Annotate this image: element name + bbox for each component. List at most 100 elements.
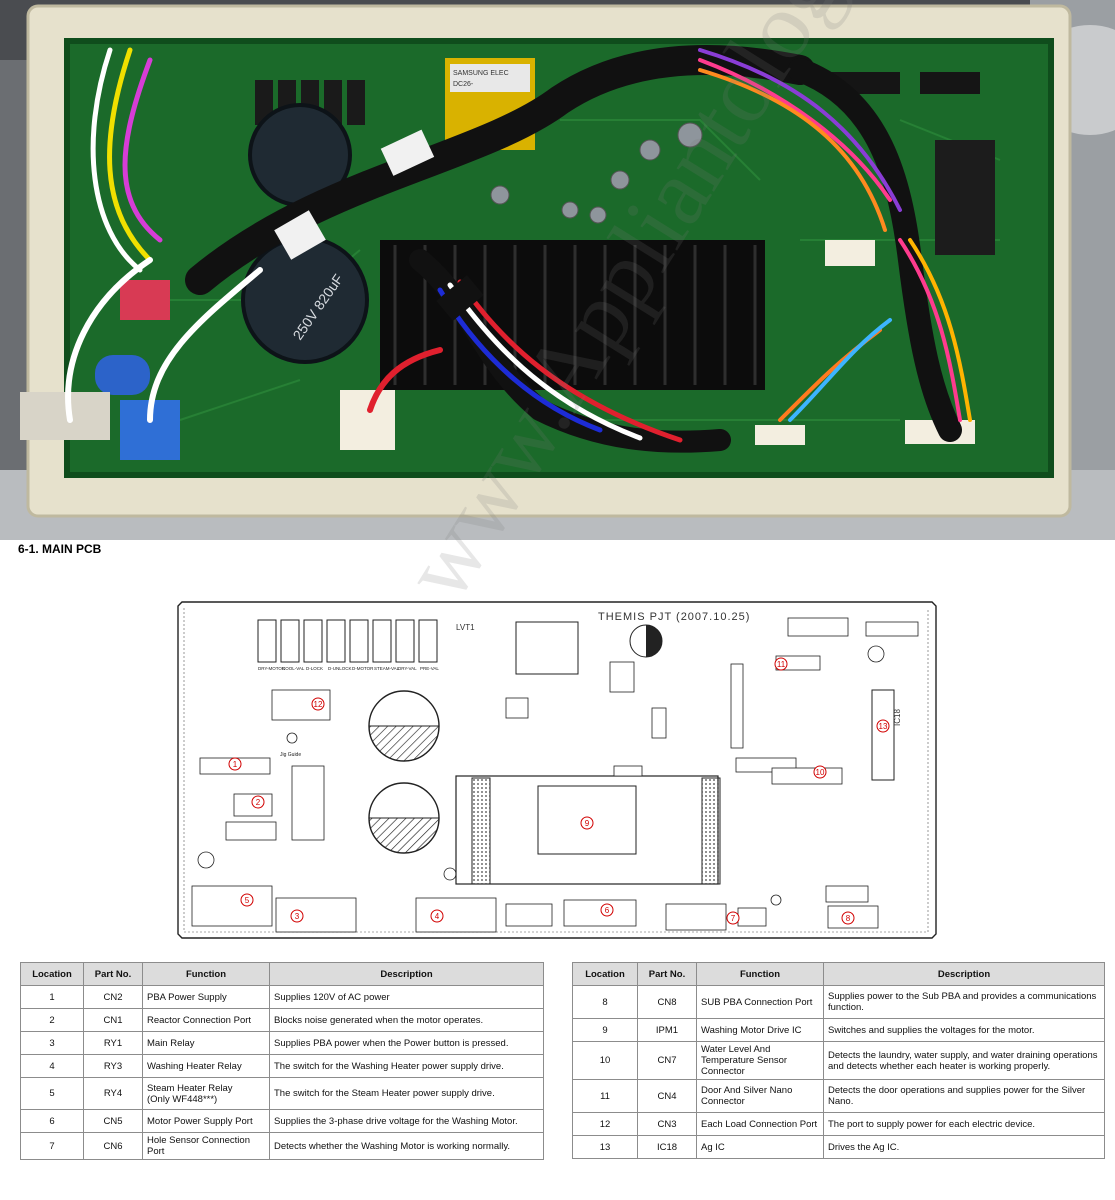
cell-location: 11 [572,1079,638,1113]
location-mark-3: 3 [295,912,300,921]
table-row: 12 CN3 Each Load Connection Port The por… [572,1112,1105,1136]
cell-part-no: CN4 [637,1079,697,1113]
cell-function: Reactor Connection Port [142,1008,270,1032]
cell-description: Supplies 120V of AC power [269,985,544,1009]
table-row: 13 IC18 Ag IC Drives the Ag IC. [572,1135,1105,1159]
relay-label-2: COOL-VAL [282,666,305,671]
cell-location: 2 [20,1008,84,1032]
cell-location: 6 [20,1109,84,1133]
main-pcb-photo: 250V 820uF SAMSUNG ELEC DC26- [0,0,1115,540]
column-header-function: Function [142,962,270,986]
location-mark-8: 8 [846,914,851,923]
table-row: 5 RY4 Steam Heater Relay (Only WF448***)… [20,1077,544,1110]
cell-location: 4 [20,1054,84,1078]
cell-description: The port to supply power for each electr… [823,1112,1105,1136]
column-header-description: Description [269,962,544,986]
cell-function: Each Load Connection Port [696,1112,824,1136]
cell-function: Hole Sensor Connection Port [142,1132,270,1160]
table-row: 7 CN6 Hole Sensor Connection Port Detect… [20,1132,544,1160]
location-mark-10: 10 [816,768,825,777]
column-header-part-no: Part No. [637,962,697,986]
table-header-row: Location Part No. Function Description [572,962,1105,986]
cell-location: 9 [572,1018,638,1042]
location-mark-1: 1 [233,760,238,769]
cell-part-no: CN2 [83,985,143,1009]
cell-description: The switch for the Washing Heater power … [269,1054,544,1078]
cell-function: PBA Power Supply [142,985,270,1009]
location-mark-7: 7 [731,914,736,923]
cell-function: Door And Silver Nano Connector [696,1079,824,1113]
cell-part-no: CN6 [83,1132,143,1160]
cell-location: 10 [572,1041,638,1080]
cell-description: Supplies PBA power when the Power button… [269,1031,544,1055]
cell-function: Steam Heater Relay (Only WF448***) [142,1077,270,1110]
cell-location: 8 [572,985,638,1019]
cell-description: The switch for the Steam Heater power su… [269,1077,544,1110]
parts-table-right: Location Part No. Function Description 8… [572,962,1105,1159]
relay-label-3: D-LOCK [306,666,323,671]
transformer-label-2: DC26- [453,81,474,88]
cell-part-no: RY4 [83,1077,143,1110]
parts-table-left: Location Part No. Function Description 1… [20,962,544,1160]
location-mark-11: 11 [777,660,786,669]
location-mark-2: 2 [256,798,261,807]
cell-part-no: IPM1 [637,1018,697,1042]
relay-label-8: PRE-VAL [420,666,439,671]
column-header-description: Description [823,962,1105,986]
cell-description: Detects the laundry, water supply, and w… [823,1041,1105,1080]
location-mark-9: 9 [585,819,590,828]
column-header-function: Function [696,962,824,986]
relay-label-4: D-UNLOCK [328,666,352,671]
cell-function: Washing Motor Drive IC [696,1018,824,1042]
cell-description: Drives the Ag IC. [823,1135,1105,1159]
table-row: 3 RY1 Main Relay Supplies PBA power when… [20,1031,544,1055]
cell-function: Washing Heater Relay [142,1054,270,1078]
location-mark-4: 4 [435,912,440,921]
cell-part-no: CN8 [637,985,697,1019]
table-header-row: Location Part No. Function Description [20,962,544,986]
location-mark-13: 13 [879,722,888,731]
relay-label-7: DRY-VAL [398,666,417,671]
cell-part-no: IC18 [637,1135,697,1159]
location-mark-5: 5 [245,896,250,905]
cell-location: 3 [20,1031,84,1055]
relay-label-5: D-MOTOR [352,666,374,671]
table-row: 4 RY3 Washing Heater Relay The switch fo… [20,1054,544,1078]
cell-location: 13 [572,1135,638,1159]
cell-description: Switches and supplies the voltages for t… [823,1018,1105,1042]
cell-part-no: RY1 [83,1031,143,1055]
cell-part-no: CN3 [637,1112,697,1136]
cell-description: Detects whether the Washing Motor is wor… [269,1132,544,1160]
table-row: 1 CN2 PBA Power Supply Supplies 120V of … [20,985,544,1009]
table-row: 6 CN5 Motor Power Supply Port Supplies t… [20,1109,544,1133]
table-row: 10 CN7 Water Level And Temperature Senso… [572,1041,1105,1080]
cell-part-no: CN5 [83,1109,143,1133]
cell-function: Motor Power Supply Port [142,1109,270,1133]
section-title: 6-1. MAIN PCB [18,542,102,556]
location-mark-12: 12 [314,700,323,709]
relay-label-1: DRY-MOTOR [258,666,286,671]
table-row: 8 CN8 SUB PBA Connection Port Supplies p… [572,985,1105,1019]
cell-description: Supplies power to the Sub PBA and provid… [823,985,1105,1019]
column-header-location: Location [20,962,84,986]
cell-function: Main Relay [142,1031,270,1055]
project-label: THEMIS PJT (2007.10.25) [598,611,750,623]
transformer-label-1: SAMSUNG ELEC [453,70,509,77]
cell-function: Water Level And Temperature Sensor Conne… [696,1041,824,1080]
cell-part-no: CN1 [83,1008,143,1032]
cell-description: Blocks noise generated when the motor op… [269,1008,544,1032]
cell-function: SUB PBA Connection Port [696,985,824,1019]
cell-part-no: CN7 [637,1041,697,1080]
cell-location: 7 [20,1132,84,1160]
cell-location: 5 [20,1077,84,1110]
location-mark-6: 6 [605,906,610,915]
table-row: 11 CN4 Door And Silver Nano Connector De… [572,1079,1105,1113]
column-header-location: Location [572,962,638,986]
lvt-label: LVT1 [456,623,475,632]
ic18-label: IC18 [893,709,902,726]
cell-function: Ag IC [696,1135,824,1159]
cell-description: Supplies the 3-phase drive voltage for t… [269,1109,544,1133]
jig-guide-label: Jig Guide [280,752,301,758]
column-header-part-no: Part No. [83,962,143,986]
cell-location: 1 [20,985,84,1009]
